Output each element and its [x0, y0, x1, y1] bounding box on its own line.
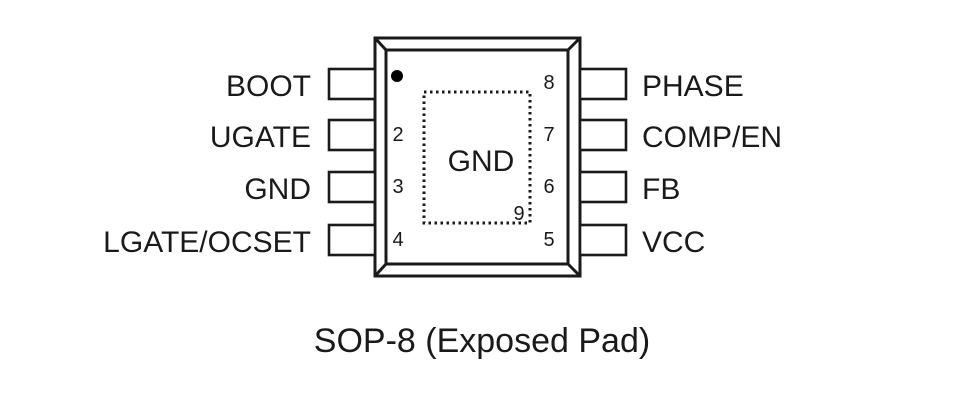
exposed-pad-outline [422, 90, 532, 225]
pin-6: FB 6 [543, 170, 680, 206]
pin-4-number: 4 [392, 229, 403, 251]
pin-8-number: 8 [543, 72, 554, 94]
pin-2-lead [327, 118, 377, 152]
pin-3-number: 3 [392, 176, 403, 198]
pin-5-name: VCC [642, 226, 705, 259]
pin-8-name: PHASE [642, 70, 744, 103]
exposed-pad-number: 9 [513, 203, 524, 225]
pin-7: COMP/EN 7 [543, 118, 782, 154]
pin-6-name: FB [642, 173, 680, 206]
pin-1-name: BOOT [226, 70, 311, 103]
pin-6-number: 6 [543, 176, 554, 198]
pin-7-name: COMP/EN [642, 121, 782, 154]
pin-1: BOOT [226, 67, 377, 103]
pin-8: PHASE 8 [543, 67, 744, 103]
pin-1-lead [327, 67, 377, 101]
pin-1-dot-icon [391, 70, 403, 82]
pin-2: UGATE 2 [210, 118, 404, 154]
right-pins: PHASE 8 COMP/EN 7 FB 6 VCC 5 [543, 67, 782, 259]
pin-3-name: GND [244, 173, 311, 206]
pin-7-lead [578, 118, 628, 152]
package-inner-outline [384, 48, 570, 266]
pin-5-lead [578, 223, 628, 257]
pin-2-number: 2 [392, 124, 403, 146]
pin-2-name: UGATE [210, 121, 311, 154]
pin-4: LGATE/OCSET 4 [103, 223, 404, 259]
package-body [373, 36, 582, 278]
pin-5: VCC 5 [543, 223, 705, 259]
pin-8-lead [578, 67, 628, 101]
package-caption: SOP-8 (Exposed Pad) [314, 322, 650, 360]
pin-7-number: 7 [543, 124, 554, 146]
pin-4-lead [327, 223, 377, 257]
pin-4-name: LGATE/OCSET [103, 226, 311, 259]
left-pins: BOOT UGATE 2 GND 3 LGATE/OCSET 4 [103, 67, 404, 259]
pin-3: GND 3 [244, 170, 404, 206]
pin-5-number: 5 [543, 229, 554, 251]
pin-3-lead [327, 170, 377, 204]
pin-6-lead [578, 170, 628, 204]
exposed-pad: GND 9 [422, 90, 532, 225]
package-outer-outline [373, 36, 582, 278]
exposed-pad-label: GND [448, 145, 515, 178]
